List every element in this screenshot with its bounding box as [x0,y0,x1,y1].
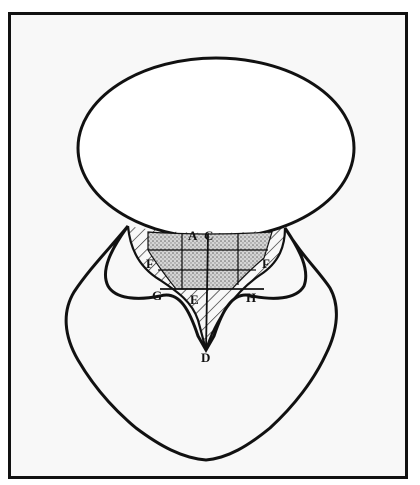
vertebral-body [78,58,354,238]
label-C: C [204,228,213,243]
label-A: A [188,228,198,243]
label-E: E [190,292,199,307]
label-F-right: F [262,256,270,271]
label-F-left: F [146,256,154,271]
label-G: G [152,288,162,303]
label-H: H [246,290,256,305]
label-D: D [201,350,210,365]
